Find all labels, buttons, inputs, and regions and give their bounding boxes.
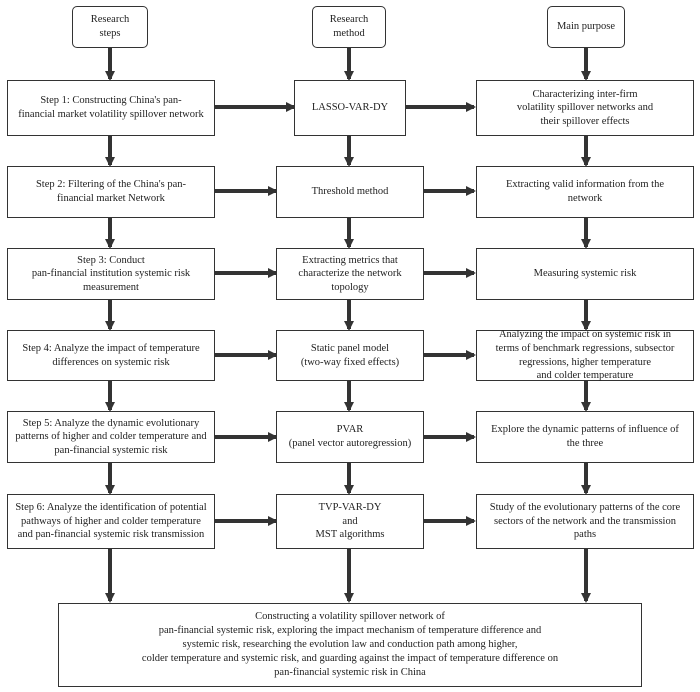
method-1-box: LASSO-VAR-DY — [294, 80, 406, 136]
method-5-box: PVAR (panel vector autoregression) — [276, 411, 424, 463]
method-6-box: TVP-VAR-DY and MST algorithms — [276, 494, 424, 549]
purpose-text: Explore the dynamic patterns of influenc… — [491, 424, 679, 449]
step-4-box: Step 4: Analyze the impact of temperatur… — [7, 330, 215, 381]
header-label: Main purpose — [556, 21, 616, 33]
purpose-2-box: Extracting valid information from the ne… — [476, 166, 694, 218]
header-label: Research method — [329, 14, 369, 39]
step-text: Step 3: Conduct pan-financial institutio… — [31, 254, 191, 293]
purpose-text: Extracting valid information from the ne… — [505, 179, 665, 204]
method-text: Static panel model (two-way fixed effect… — [300, 342, 400, 368]
header-research-steps: Research steps — [72, 6, 148, 48]
conclusion-box: Constructing a volatility spillover netw… — [58, 603, 642, 687]
purpose-6-box: Study of the evolutionary patterns of th… — [476, 494, 694, 549]
step-5-box: Step 5: Analyze the dynamic evolutionary… — [7, 411, 215, 463]
purpose-4-box: Analyzing the impact on systemic risk in… — [476, 329, 694, 382]
method-text: PVAR (panel vector autoregression) — [288, 424, 412, 449]
purpose-text: Study of the evolutionary patterns of th… — [489, 502, 681, 541]
step-2-box: Step 2: Filtering of the China's pan- fi… — [7, 166, 215, 218]
method-text: TVP-VAR-DY and MST algorithms — [315, 502, 385, 541]
method-text: LASSO-VAR-DY — [311, 102, 389, 114]
method-text: Threshold method — [311, 186, 389, 198]
header-label: Research steps — [90, 14, 130, 39]
purpose-5-box: Explore the dynamic patterns of influenc… — [476, 411, 694, 463]
purpose-text: Analyzing the impact on systemic risk in… — [495, 329, 675, 382]
purpose-1-box: Characterizing inter-firm volatility spi… — [476, 80, 694, 136]
step-text: Step 1: Constructing China's pan- financ… — [18, 95, 204, 120]
purpose-3-box: Measuring systemic risk — [476, 248, 694, 300]
method-text: Extracting metrics that characterize the… — [298, 254, 402, 293]
step-3-box: Step 3: Conduct pan-financial institutio… — [7, 248, 215, 300]
step-1-box: Step 1: Constructing China's pan- financ… — [7, 80, 215, 136]
purpose-text: Measuring systemic risk — [533, 268, 637, 280]
step-text: Step 2: Filtering of the China's pan- fi… — [35, 179, 187, 204]
header-main-purpose: Main purpose — [547, 6, 625, 48]
header-research-method: Research method — [312, 6, 386, 48]
step-text: Step 6: Analyze the identification of po… — [15, 502, 207, 541]
purpose-text: Characterizing inter-firm volatility spi… — [516, 88, 654, 127]
conclusion-text: Constructing a volatility spillover netw… — [141, 611, 559, 678]
method-4-box: Static panel model (two-way fixed effect… — [276, 330, 424, 381]
step-text: Step 5: Analyze the dynamic evolutionary… — [15, 417, 207, 456]
method-2-box: Threshold method — [276, 166, 424, 218]
step-text: Step 4: Analyze the impact of temperatur… — [22, 342, 200, 368]
method-3-box: Extracting metrics that characterize the… — [276, 248, 424, 300]
step-6-box: Step 6: Analyze the identification of po… — [7, 494, 215, 549]
